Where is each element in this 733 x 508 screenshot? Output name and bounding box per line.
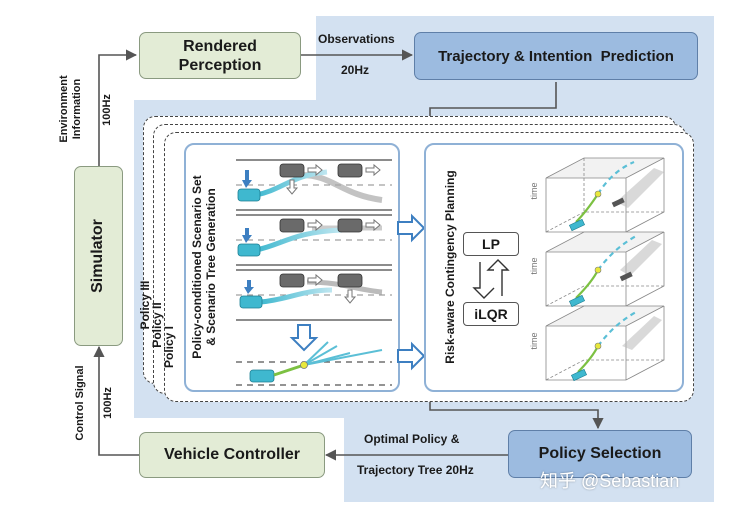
spacetime-plots: [545, 157, 665, 382]
trajectory-tree-label: Trajectory Tree 20Hz: [357, 463, 474, 477]
scenario-title-line1: Policy-conditioned Scenario Set: [190, 175, 204, 359]
edge-planning-to-selection: [429, 400, 604, 430]
trajectory-prediction-node: Trajectory & Intention Prediction: [414, 32, 698, 80]
observations-rate-label: 20Hz: [341, 63, 370, 77]
lp-solver-box: LP: [463, 232, 519, 256]
edge-simulator-to-perception: [98, 49, 138, 166]
policy-i-label: Policy I: [162, 325, 176, 369]
simulator-node: [74, 166, 123, 346]
scenario-title-line2: & Scenario Tree Generation: [204, 188, 218, 346]
env-rate-label: 100Hz: [101, 94, 113, 126]
planning-title: Risk-aware Contingency Planning: [443, 170, 457, 364]
control-signal-label: Control Signal: [74, 365, 86, 441]
control-rate-label: 100Hz: [102, 387, 114, 419]
solver-cycle-icon: [472, 259, 510, 299]
edge-controller-to-simulator: [93, 345, 140, 456]
policy-selection-node: Policy Selection: [508, 430, 692, 478]
ilqr-solver-box: iLQR: [463, 302, 519, 326]
time-axis-label-1: time: [529, 182, 539, 200]
vehicle-controller-node: Vehicle Controller: [139, 432, 325, 478]
optimal-policy-label: Optimal Policy &: [364, 432, 460, 446]
time-axis-label-2: time: [529, 257, 539, 275]
rendered-perception-node: Rendered Perception: [139, 32, 301, 79]
time-axis-label-3: time: [529, 332, 539, 350]
information-label: Information: [71, 78, 83, 140]
simulator-label: Simulator: [89, 219, 106, 293]
watermark: 知乎 @Sebastian: [540, 471, 680, 491]
environment-label: Environment: [58, 75, 70, 143]
panel-transition-arrows: [397, 213, 426, 371]
scenario-illustration: [236, 159, 392, 386]
observations-label: Observations: [318, 32, 395, 46]
